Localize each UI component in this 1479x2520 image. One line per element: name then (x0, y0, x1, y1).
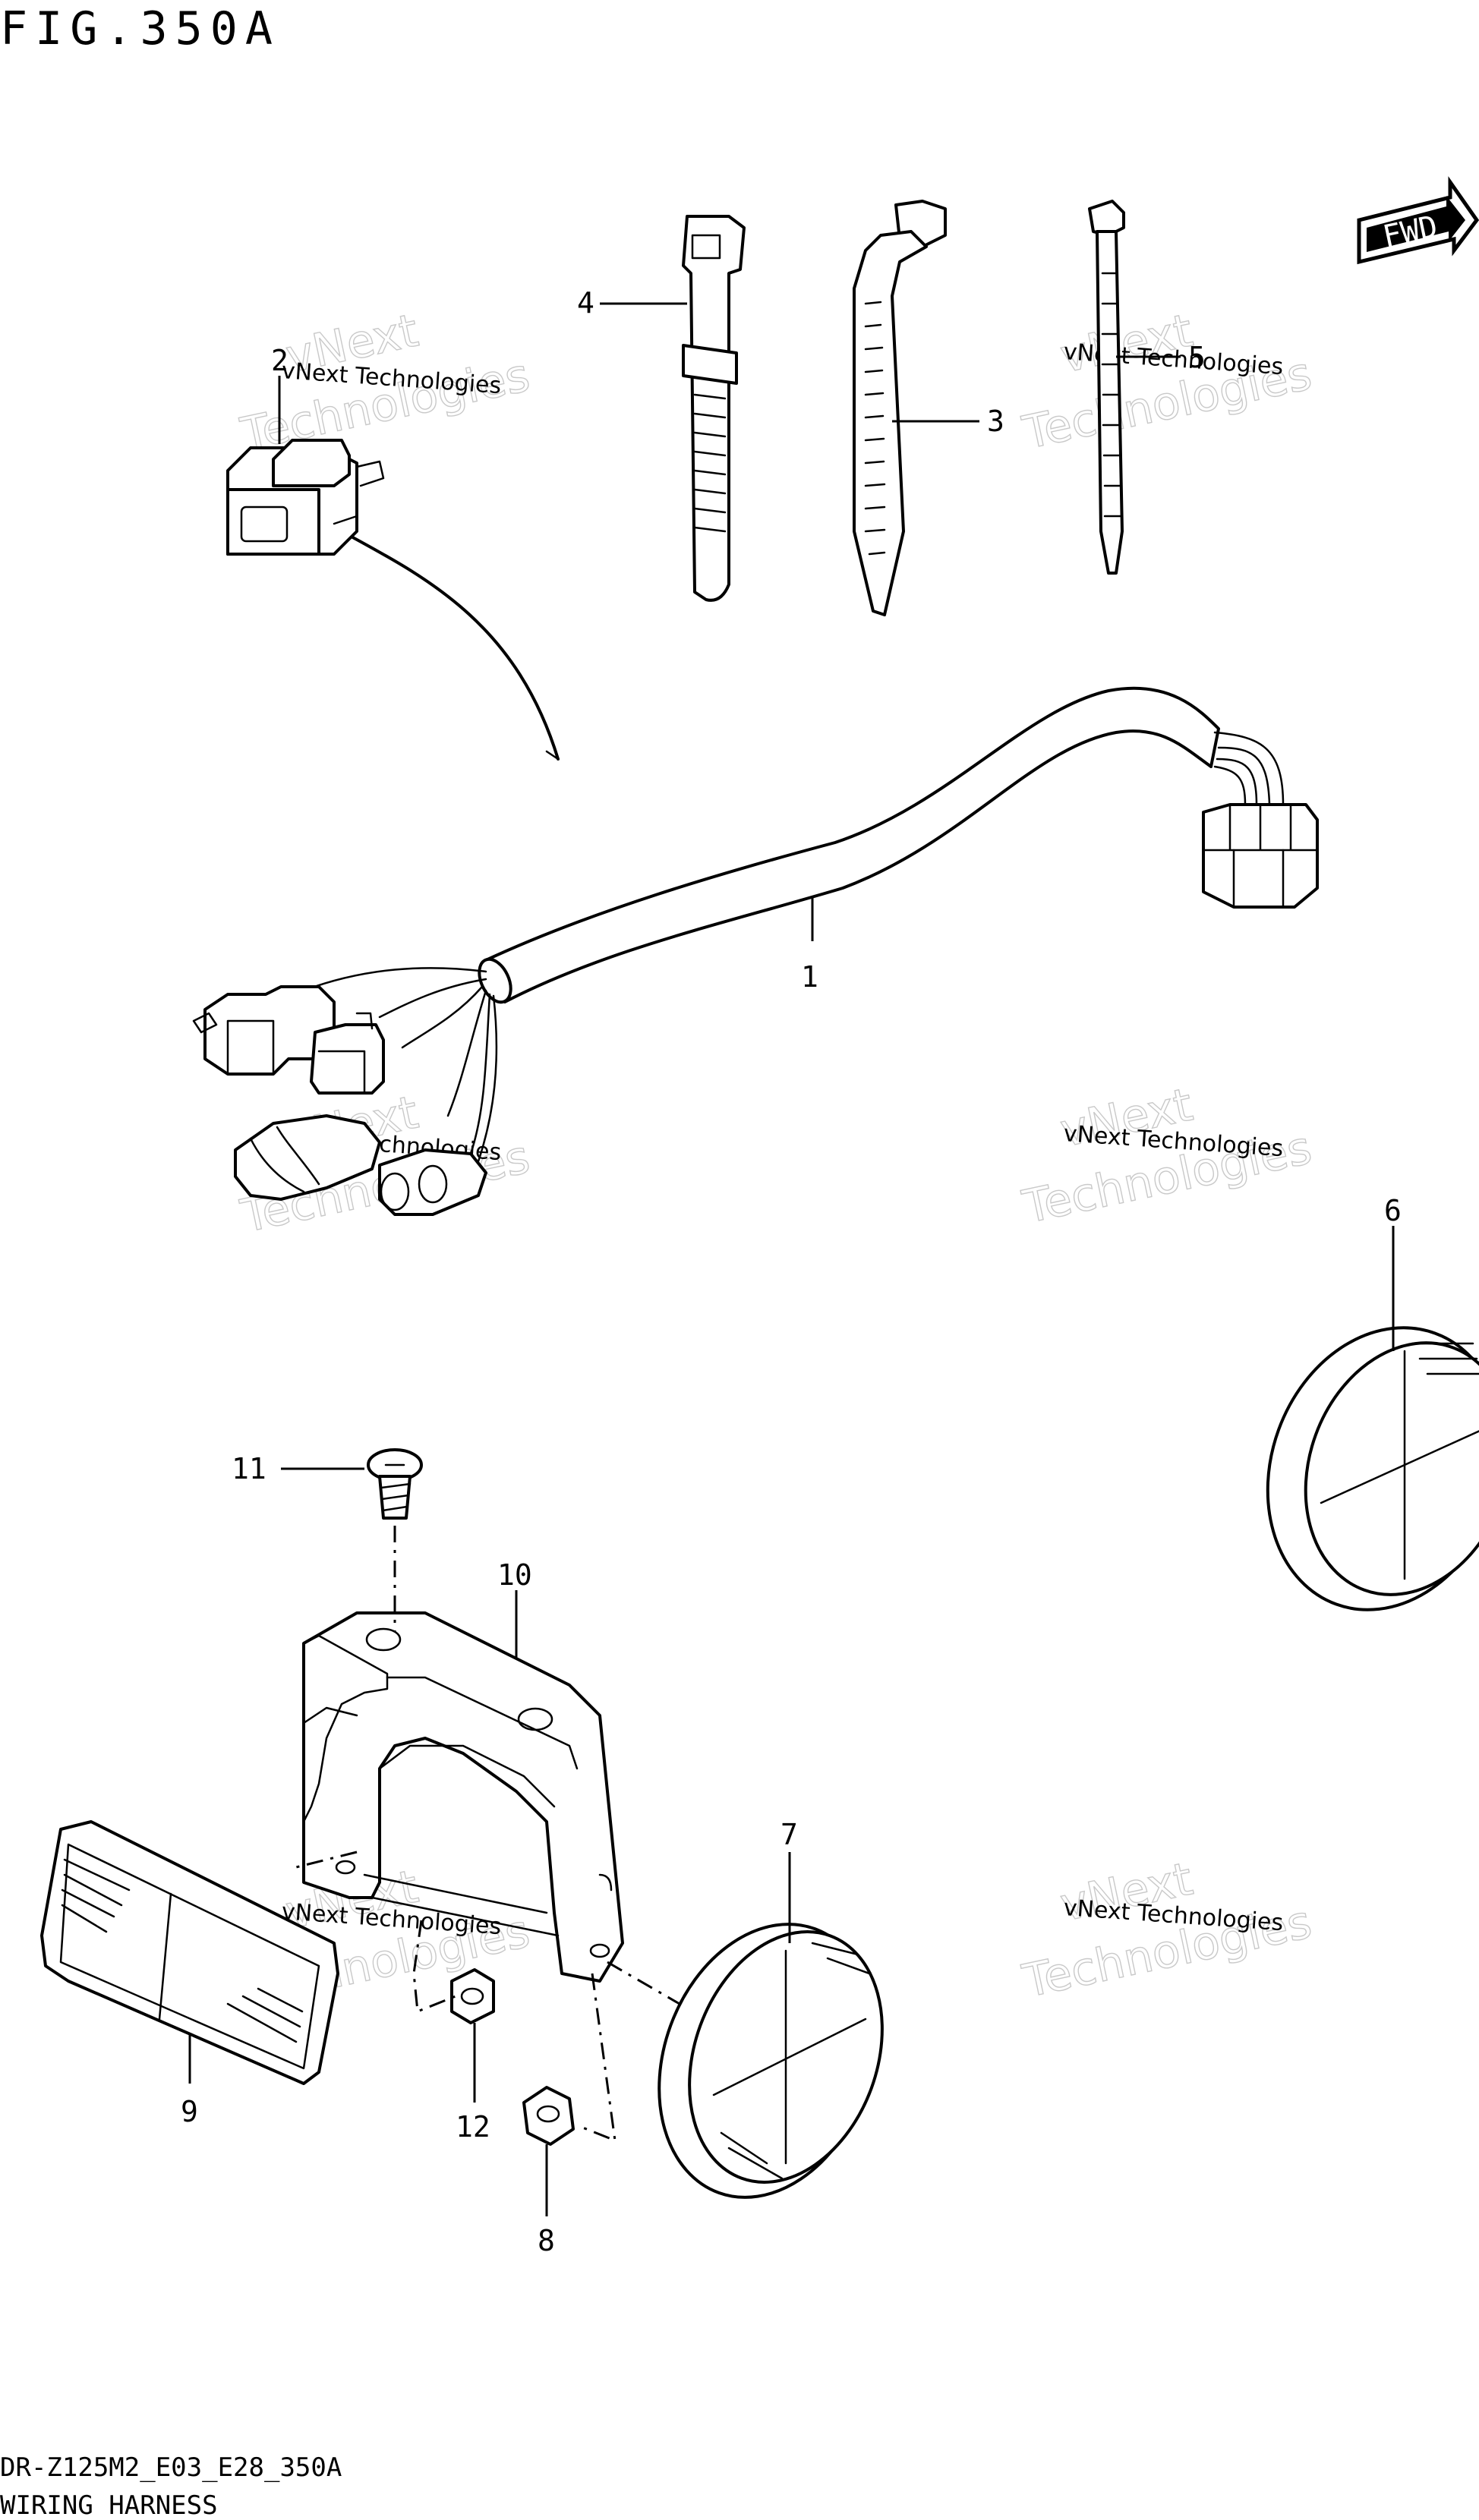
section-name: WIRING HARNESS (0, 2490, 218, 2520)
watermark: vNext Technologies vNext Technologies (1017, 304, 1317, 461)
part-2-connector[interactable] (226, 439, 560, 761)
callout-7: 7 (780, 1818, 798, 1851)
callout-3: 3 (987, 405, 1004, 438)
part-10-bracket[interactable] (302, 1611, 624, 1983)
part-1-wiring-harness[interactable] (192, 686, 1319, 1216)
callout-8: 8 (538, 2224, 555, 2257)
alignment-lines (295, 1526, 680, 2143)
callout-11: 11 (232, 1452, 266, 1485)
watermark: vNext Technologies vNext Technologies (235, 304, 535, 462)
callout-4: 4 (577, 286, 594, 320)
watermark: vNext Technologies vNext Technologies (1017, 1078, 1317, 1235)
leader-lines (188, 302, 1395, 2216)
callout-9: 9 (181, 2095, 198, 2128)
callout-12: 12 (456, 2110, 490, 2144)
callout-5: 5 (1188, 341, 1206, 374)
callout-2: 2 (271, 344, 289, 377)
callout-labels: 2 4 3 5 1 6 11 10 7 9 12 8 (181, 286, 1402, 2257)
part-9-rectangular-reflector[interactable] (40, 1820, 339, 2085)
callout-1: 1 (801, 960, 818, 994)
part-8-nut[interactable] (522, 2086, 575, 2146)
part-6-round-reflector[interactable] (1229, 1294, 1479, 1643)
watermark: vNext Technologies vNext Technologies (1017, 1852, 1317, 2009)
part-7-round-reflector[interactable] (623, 1894, 916, 2228)
part-3-cable-tie[interactable] (853, 200, 947, 616)
figure-title: FIG.350A (0, 2, 280, 55)
callout-10: 10 (497, 1558, 532, 1592)
callout-6: 6 (1384, 1194, 1402, 1227)
fwd-arrow-icon: FWD (1357, 176, 1479, 265)
part-12-nut[interactable] (450, 1968, 495, 2024)
part-5-cable-tie[interactable] (1088, 200, 1125, 575)
part-4-strap[interactable] (682, 215, 746, 602)
part-11-screw[interactable] (367, 1448, 423, 1520)
model-code: DR-Z125M2_E03_E28_350A (0, 2452, 342, 2483)
